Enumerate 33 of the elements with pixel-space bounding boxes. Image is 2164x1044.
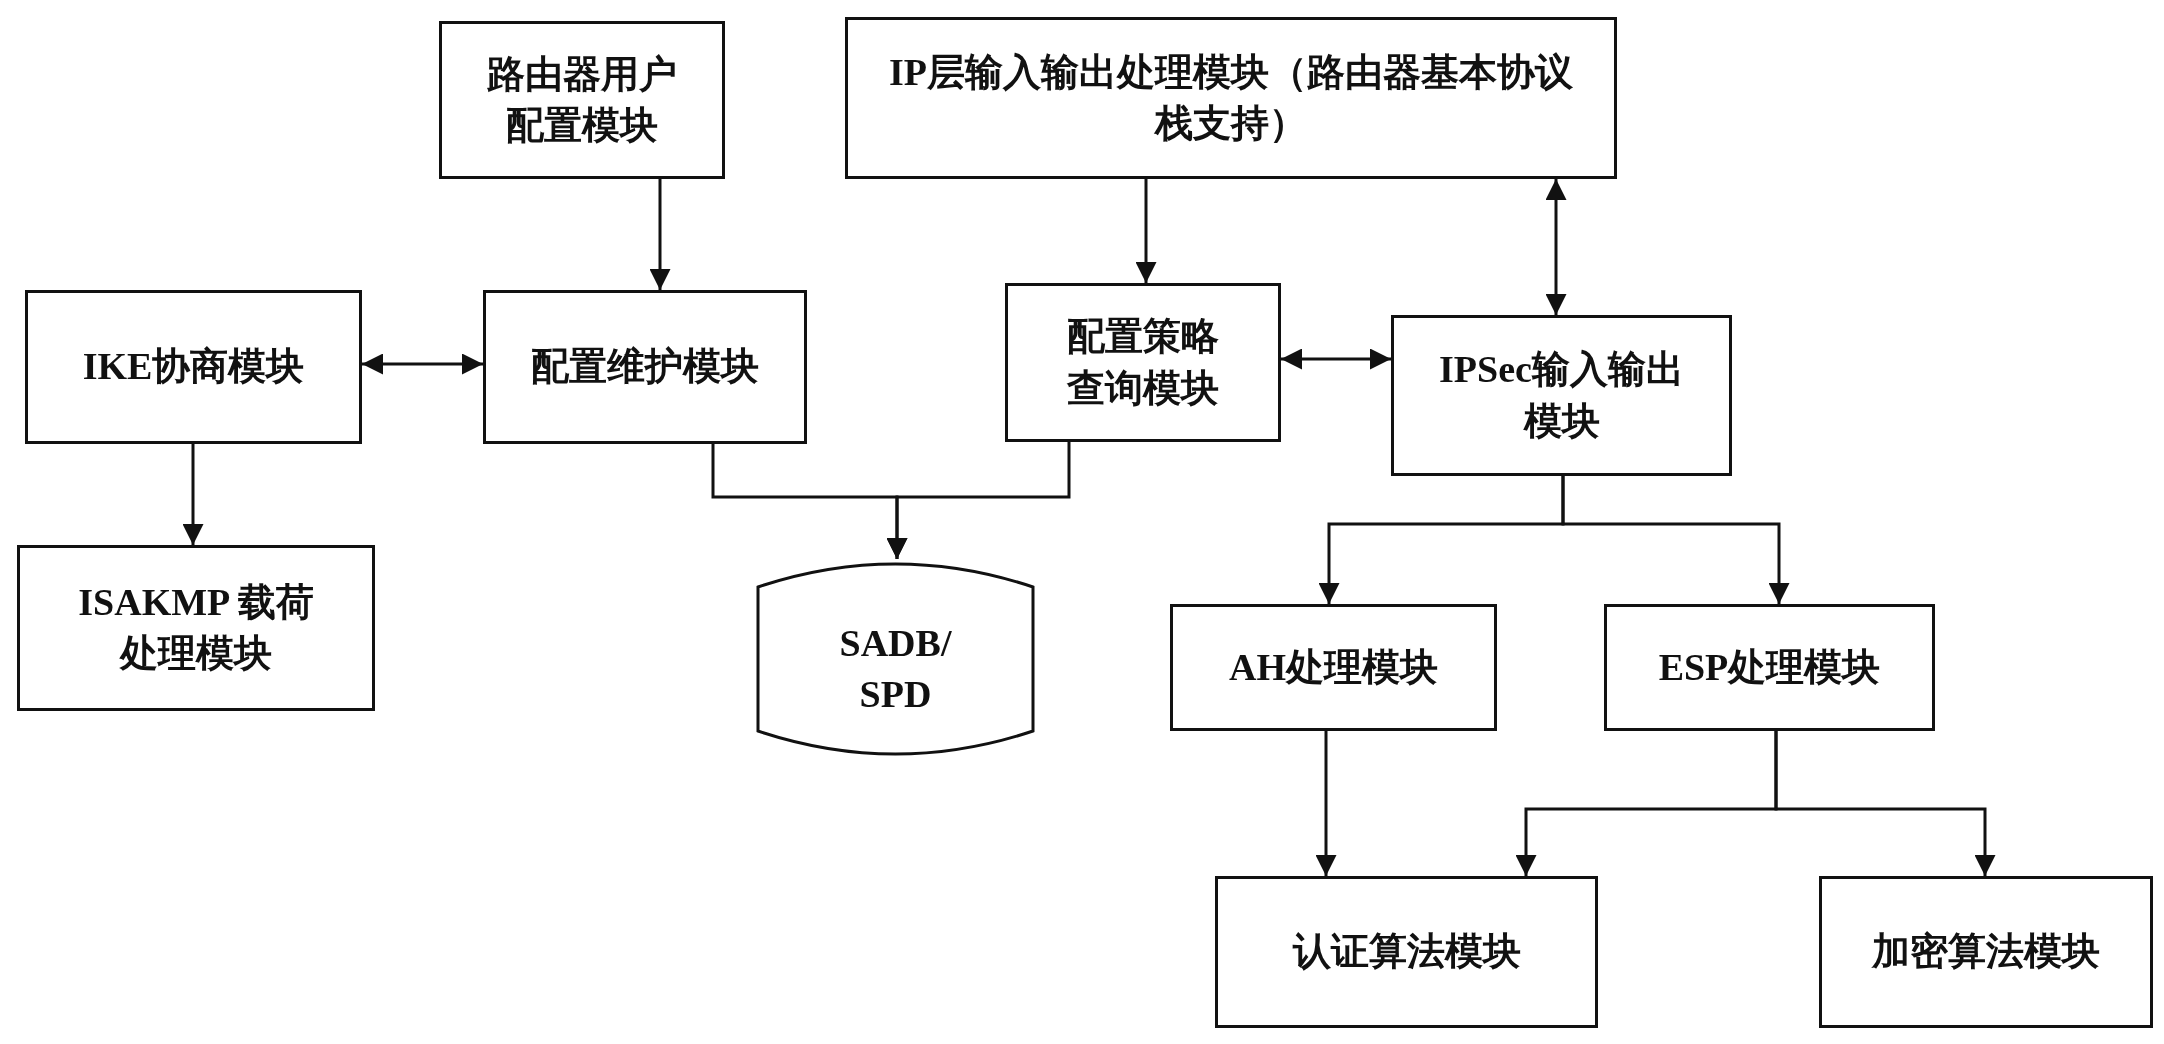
module-label: ESP处理模块 xyxy=(1658,644,1881,690)
arrow xyxy=(1135,179,1157,283)
arrow xyxy=(1315,731,1337,876)
module-box xyxy=(1005,283,1281,442)
arrow xyxy=(1281,348,1391,370)
arrow xyxy=(649,179,671,290)
module-label: 认证算法模块 xyxy=(1292,929,1521,975)
module-box xyxy=(17,545,375,711)
arrow xyxy=(886,442,1071,559)
arrow xyxy=(362,353,483,375)
module-label: IP层输入输出处理模块（路由器基本协议栈支持） xyxy=(888,49,1574,146)
module-label: 加密算法模块 xyxy=(1872,929,2100,975)
module-label: AH处理模块 xyxy=(1229,644,1438,690)
module-box xyxy=(1215,876,1598,1028)
arrow xyxy=(1561,476,1790,604)
arrow xyxy=(182,444,204,545)
module-box xyxy=(845,17,1617,179)
module-label: IPSec输入输出模块 xyxy=(1438,347,1685,444)
module-box xyxy=(1170,604,1497,731)
module-label: 配置策略查询模块 xyxy=(1066,314,1220,411)
module-label: 配置维护模块 xyxy=(531,344,759,390)
module-box xyxy=(1819,876,2153,1028)
module-box xyxy=(1391,315,1732,476)
module-box xyxy=(439,21,725,179)
module-label: ISAKMP 载荷处理模块 xyxy=(77,579,315,676)
module-label: 路由器用户配置模块 xyxy=(486,51,678,148)
arrow xyxy=(1774,731,1996,876)
module-label: IKE协商模块 xyxy=(82,344,305,390)
module-box xyxy=(1604,604,1935,731)
module-box xyxy=(483,290,807,444)
arrow xyxy=(1545,179,1567,315)
module-box xyxy=(25,290,362,444)
module-label: SADB/ SPD xyxy=(838,620,953,717)
